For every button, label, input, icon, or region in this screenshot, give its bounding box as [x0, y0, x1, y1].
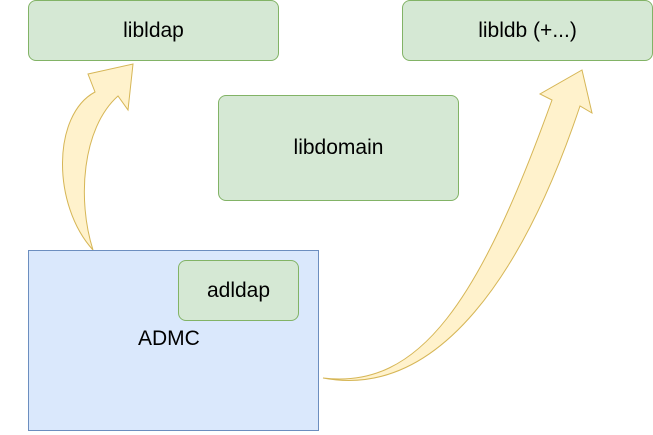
node-adldap[interactable]: adldap — [178, 260, 299, 321]
node-libdomain[interactable]: libdomain — [218, 95, 459, 201]
node-libldb-label: libldb (+...) — [478, 18, 577, 42]
node-libldap-label: libldap — [123, 18, 184, 42]
node-adldap-label: adldap — [206, 278, 271, 302]
arrow-admc-to-libldap — [62, 63, 134, 251]
node-libldb[interactable]: libldb (+...) — [402, 0, 653, 61]
node-libldap[interactable]: libldap — [28, 0, 279, 61]
node-libdomain-label: libdomain — [293, 136, 384, 159]
arrow-admc-to-libldb — [322, 69, 593, 381]
node-admc-label: ADMC — [138, 327, 200, 350]
